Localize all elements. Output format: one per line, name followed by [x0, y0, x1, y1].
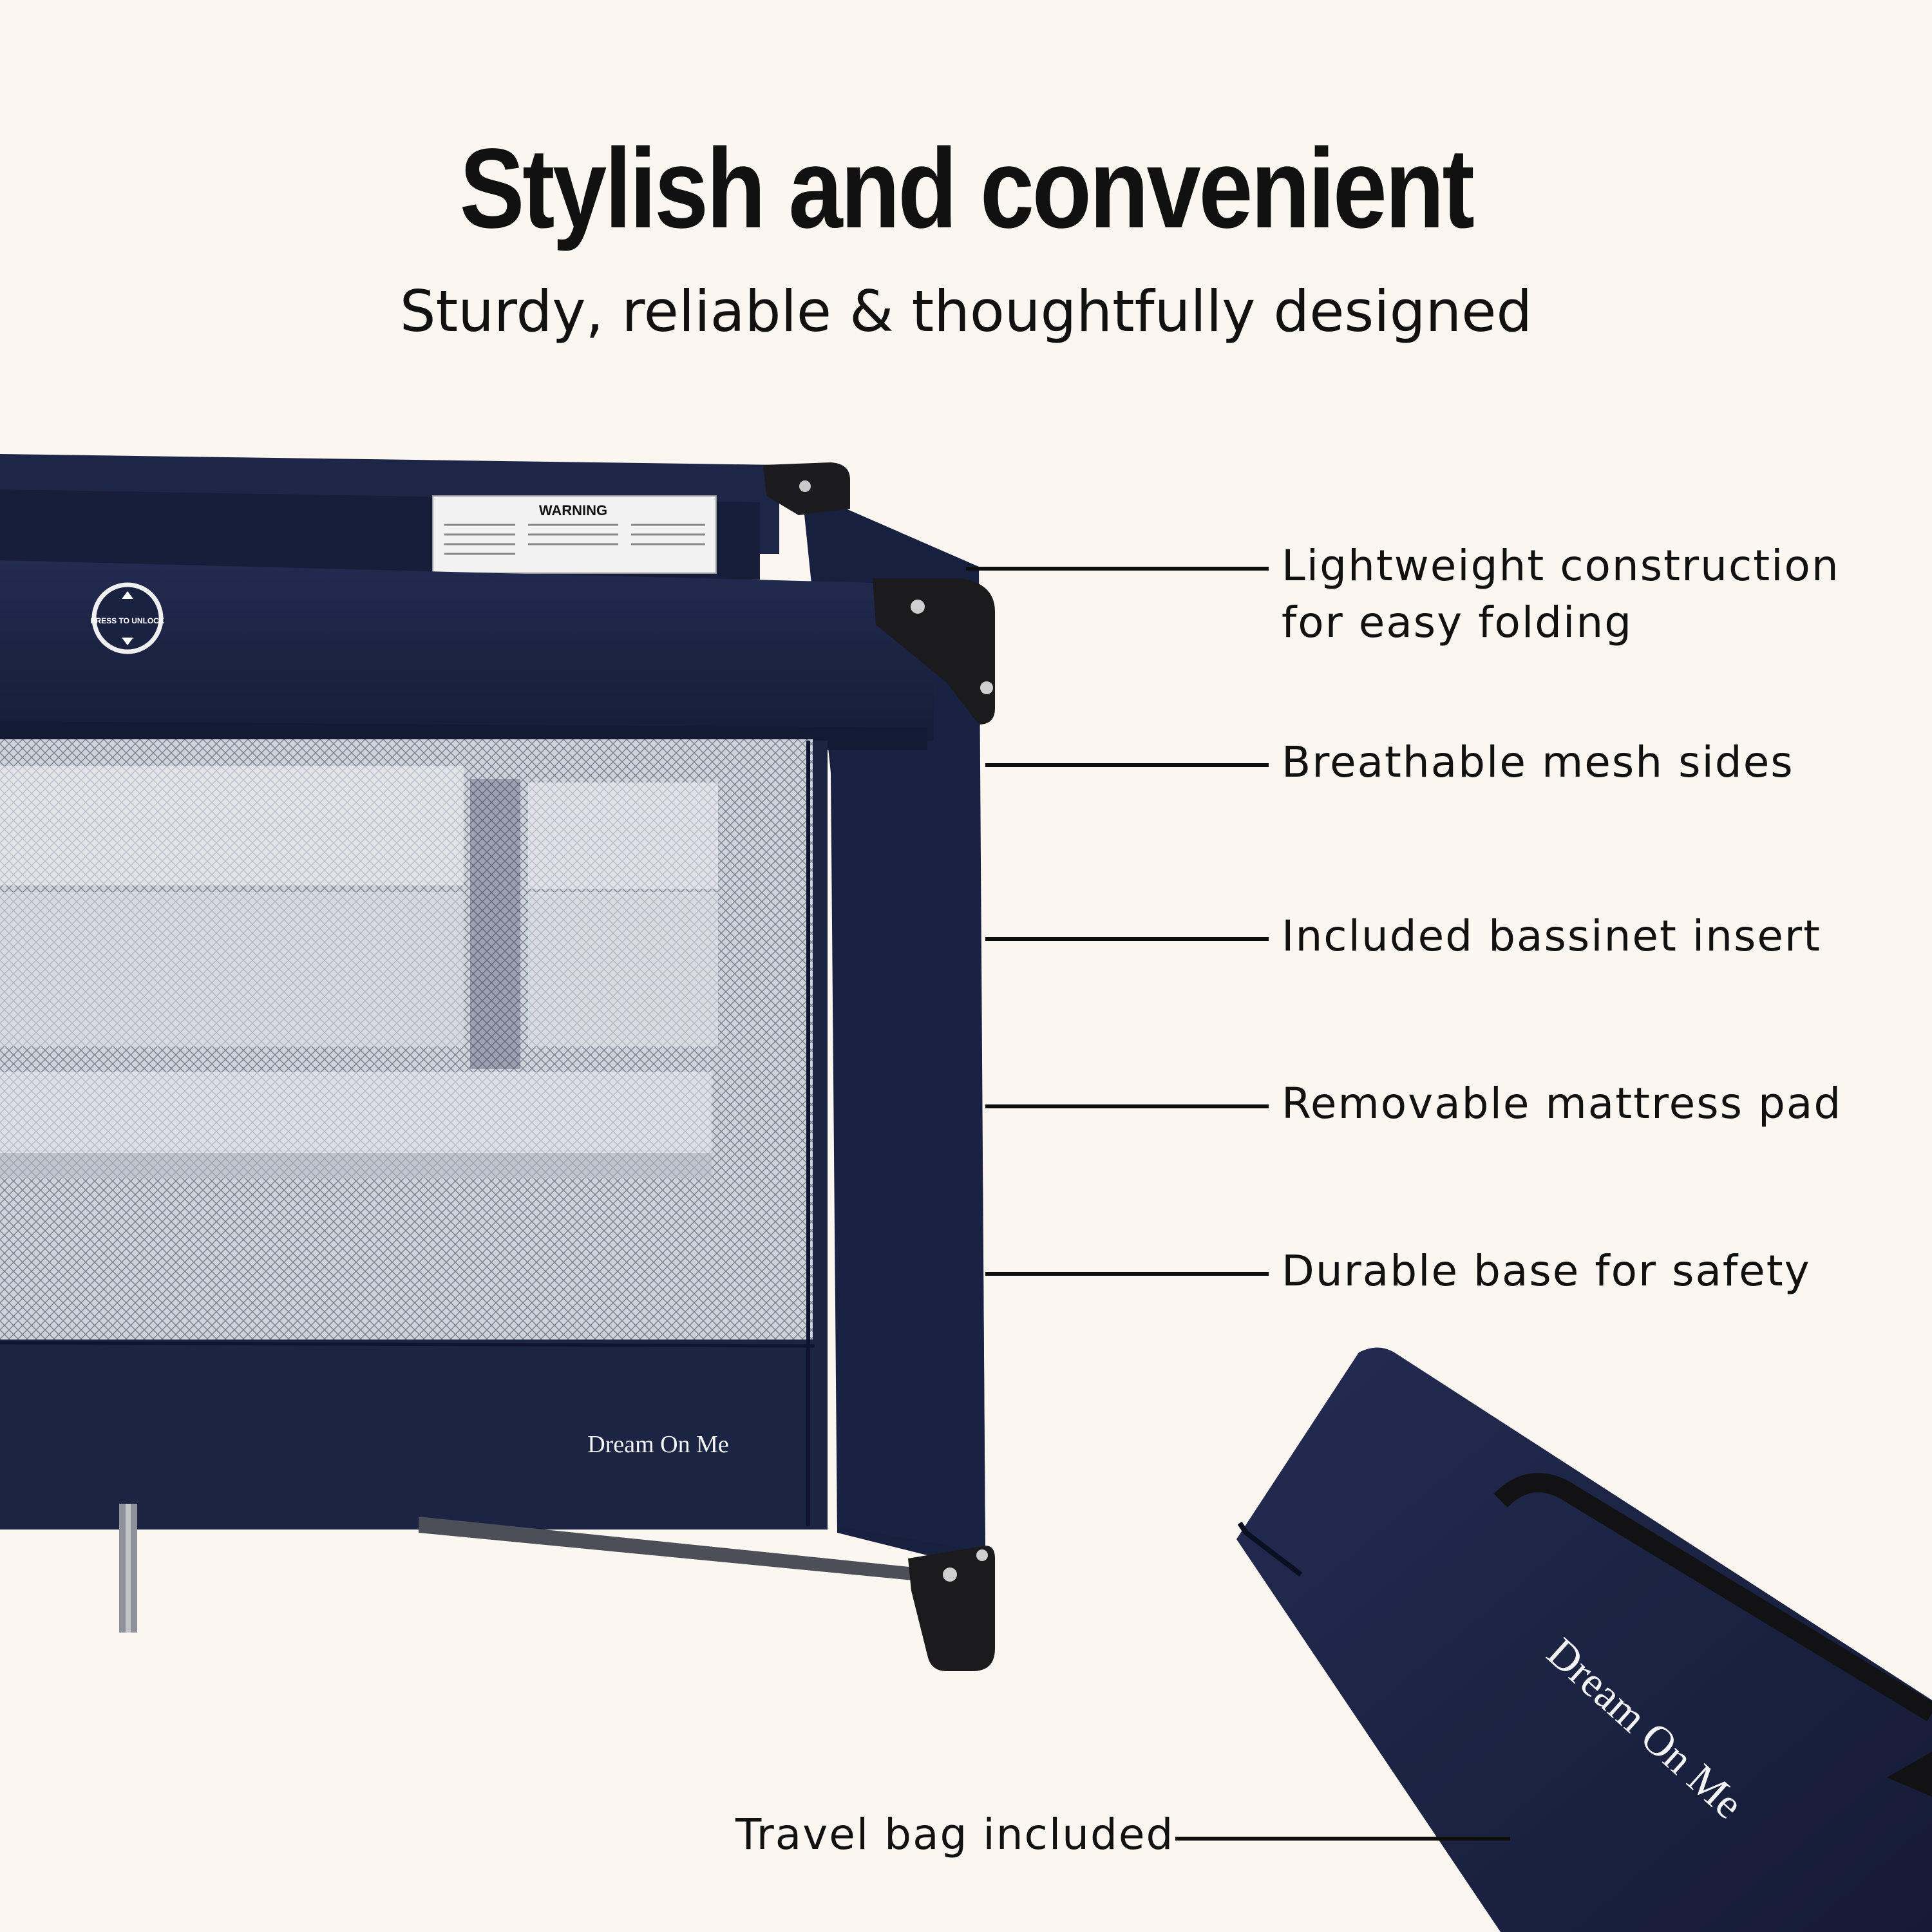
callout-line-mattress — [985, 1104, 1269, 1108]
warning-label-title: WARNING — [539, 502, 607, 518]
callout-line-mesh — [985, 763, 1269, 767]
callout-line-bag — [1175, 1837, 1510, 1841]
corner-cap-front — [873, 578, 995, 724]
travel-bag: Dream On Me — [1236, 1347, 1932, 1932]
playard-base — [119, 1504, 995, 1671]
unlock-button-label: PRESS TO UNLOCK — [90, 616, 164, 625]
page-title: Stylish and convenient — [459, 126, 1475, 252]
feature-lightweight-line2: for easy folding — [1282, 598, 1633, 647]
feature-lightweight-line1: Lightweight construction — [1282, 541, 1840, 591]
travel-bag-strap — [1493, 1473, 1932, 1721]
bag-label: Travel bag included — [735, 1810, 1175, 1859]
feature-mattress: Removable mattress pad — [1282, 1079, 1842, 1128]
feature-lightweight: Lightweight construction for easy foldin… — [1282, 538, 1840, 651]
page-subtitle: Sturdy, reliable & thoughtfully designed — [399, 278, 1533, 345]
callout-line-base — [985, 1272, 1269, 1276]
warning-label: WARNING — [432, 495, 717, 574]
feature-base: Durable base for safety — [1282, 1246, 1811, 1296]
feature-bassinet: Included bassinet insert — [1282, 911, 1822, 961]
playard-top-rail — [0, 560, 934, 741]
callout-line-bassinet — [985, 937, 1269, 941]
callout-line-lightweight — [966, 567, 1269, 571]
unlock-button: PRESS TO UNLOCK — [90, 582, 165, 654]
brand-mark-playard: Dream On Me — [587, 1431, 728, 1458]
feature-mesh: Breathable mesh sides — [1282, 737, 1794, 787]
corner-cap-back — [763, 462, 850, 515]
